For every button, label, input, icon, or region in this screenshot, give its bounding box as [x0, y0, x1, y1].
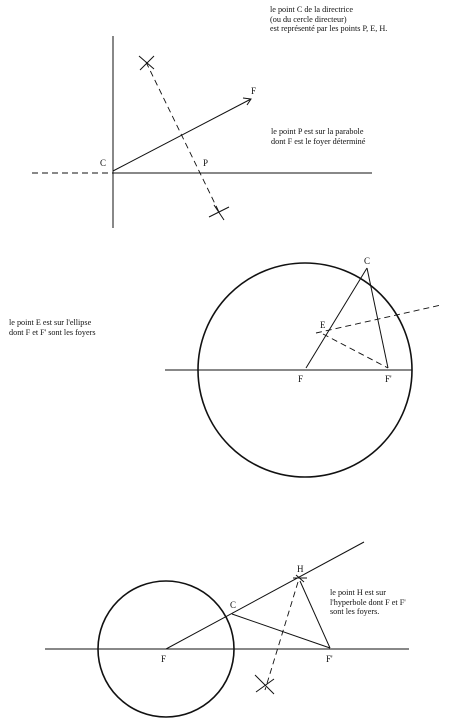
hyperbola-arc-mark-top: [293, 574, 307, 583]
ellipse-label-e: E: [320, 320, 326, 330]
hyperbola-figure: C H F F': [45, 541, 409, 718]
hyperbola-line-fc: [165, 541, 365, 650]
parabola-label-p: P: [203, 158, 208, 168]
ellipse-line-fc: [305, 267, 368, 369]
top-caption: le point C de la directrice (ou du cercl…: [270, 5, 387, 34]
top-caption-line-2: (ou du cercle directeur): [270, 14, 347, 24]
hyperbola-label-h: H: [297, 564, 304, 574]
ellipse-caption: le point E est sur l'ellipse dont F et F…: [9, 318, 96, 337]
parabola-caption-line-1: le point P est sur la parabole: [271, 127, 364, 136]
hyperbola-label-c: C: [230, 600, 236, 610]
hyperbola-caption-line-3: sont les foyers.: [330, 607, 380, 617]
ellipse-label-c: C: [364, 256, 370, 266]
ellipse-caption-line-2: dont F et F' sont les foyers: [9, 327, 96, 337]
hyperbola-label-f-prime: F': [326, 654, 333, 664]
parabola-arc-mark-bottom: [208, 204, 230, 221]
parabola-arc-mark-top: [138, 55, 155, 71]
ellipse-caption-line-1: le point E est sur l'ellipse: [9, 318, 92, 327]
ellipse-bisector: [315, 304, 442, 334]
hyperbola-caption: le point H est sur l'hyperbole dont F et…: [330, 588, 406, 617]
parabola-label-c: C: [100, 158, 106, 168]
hyperbola-caption-line-2: l'hyperbole dont F et F': [330, 597, 406, 607]
hyperbola-arc-mark-bottom: [254, 674, 275, 695]
ellipse-line-cf2: [366, 267, 389, 369]
ellipse-line-ef2: [322, 333, 389, 369]
ellipse-figure: C E F F': [165, 256, 442, 478]
parabola-figure: C P F: [32, 36, 372, 228]
parabola-arrow-head: [242, 97, 252, 106]
parabola-caption: le point P est sur la parabole dont F es…: [271, 127, 365, 146]
ellipse-label-f-prime: F': [385, 374, 392, 384]
top-caption-line-1: le point C de la directrice: [270, 5, 353, 14]
hyperbola-line-cf2: [231, 613, 331, 649]
hyperbola-line-hf2: [299, 580, 331, 649]
parabola-bisector: [145, 61, 220, 213]
parabola-caption-line-2: dont F est le foyer déterminé: [271, 136, 366, 146]
ellipse-label-f: F: [298, 374, 303, 384]
top-caption-line-3: est représenté par les points P, E, H.: [270, 24, 388, 34]
parabola-label-f: F: [251, 86, 256, 96]
hyperbola-label-f: F: [161, 654, 166, 664]
hyperbola-bisector: [264, 581, 299, 691]
hyperbola-caption-line-1: le point H est sur: [330, 588, 386, 597]
